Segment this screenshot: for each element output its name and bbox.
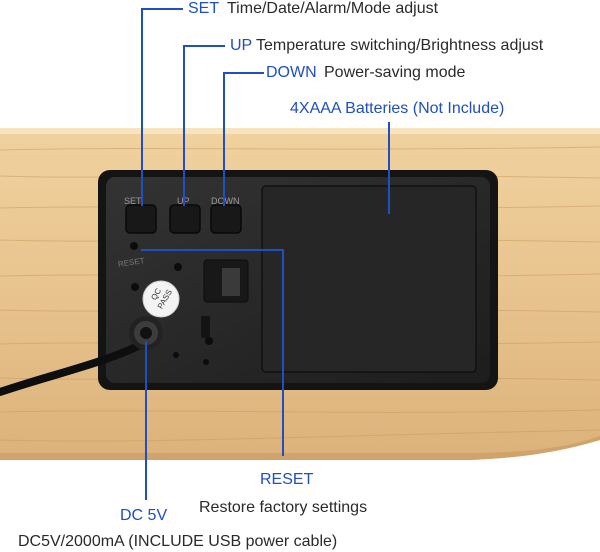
panel-buttons bbox=[125, 204, 242, 234]
leader-down-v bbox=[223, 72, 225, 206]
leader-dc-v bbox=[145, 342, 147, 500]
leader-up-h bbox=[183, 45, 225, 47]
power-cable bbox=[0, 316, 163, 396]
reset-label: RESET bbox=[260, 471, 314, 488]
dc-label: DC 5V bbox=[120, 507, 168, 524]
reset-mark: RESET bbox=[117, 256, 146, 269]
down-description: Power-saving mode bbox=[324, 64, 466, 81]
leader-down-h bbox=[223, 72, 264, 74]
up-label: UP bbox=[230, 37, 253, 54]
batteries-label: 4XAAA Batteries (Not Include) bbox=[290, 100, 505, 117]
qc-pass-sticker bbox=[142, 280, 180, 318]
down-label: DOWN bbox=[266, 64, 317, 81]
leader-reset-h bbox=[141, 249, 284, 251]
leader-up-v bbox=[183, 45, 185, 206]
leader-reset-v bbox=[282, 249, 284, 456]
leader-set-h bbox=[141, 8, 183, 10]
set-label: SET bbox=[188, 0, 220, 17]
leader-set-v bbox=[141, 8, 143, 206]
up-description: Temperature switching/Brightness adjust bbox=[256, 37, 544, 54]
reset-description: Restore factory settings bbox=[199, 499, 368, 516]
button-label-set: SET bbox=[124, 196, 142, 206]
leader-batteries-v bbox=[388, 122, 390, 214]
set-description: Time/Date/Alarm/Mode adjust bbox=[227, 0, 439, 17]
dc-description: DC5V/2000mA (INCLUDE USB power cable) bbox=[18, 533, 338, 550]
button-label-down: DOWN bbox=[211, 196, 240, 206]
